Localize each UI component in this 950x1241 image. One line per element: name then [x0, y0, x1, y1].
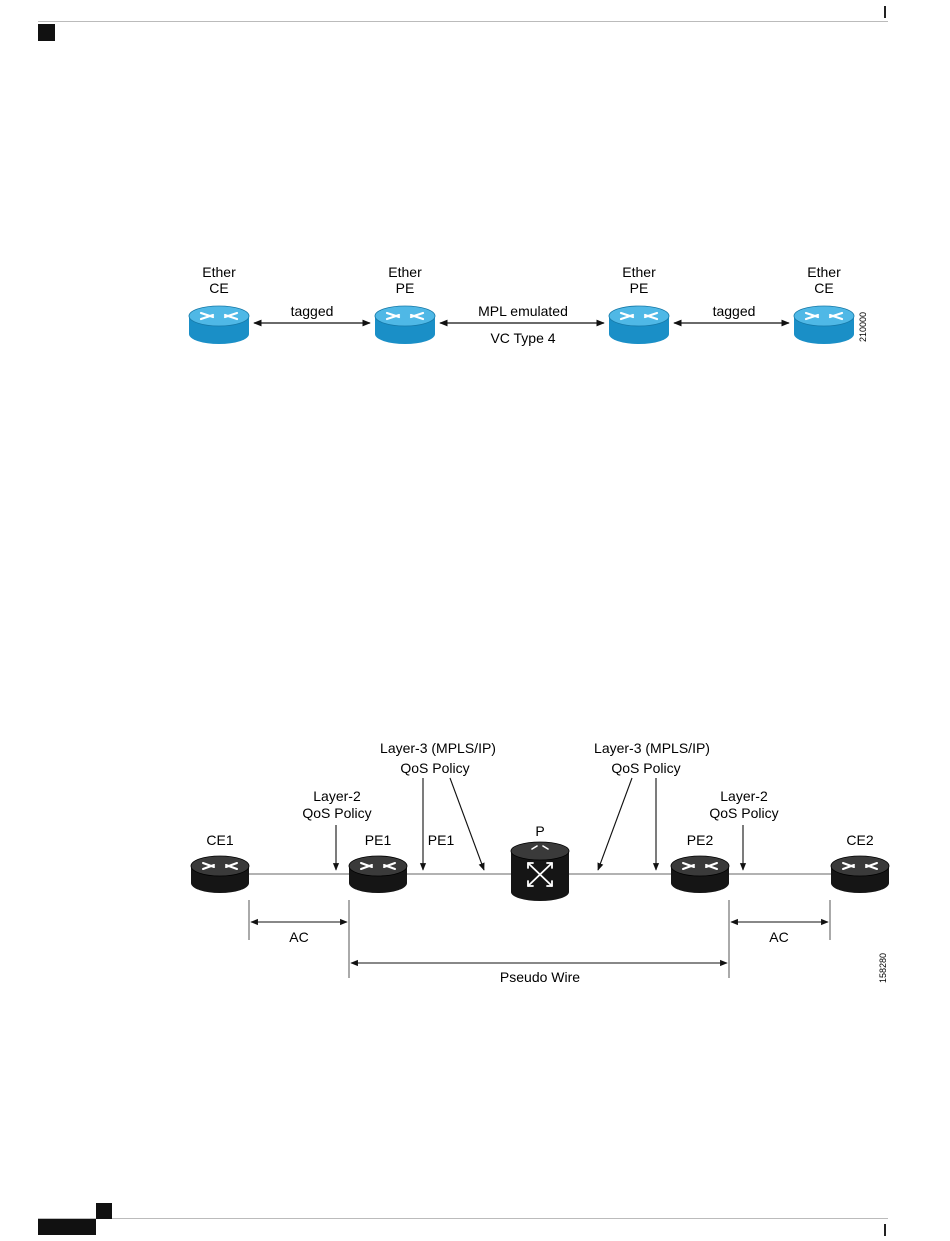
device-2-line2: PE [396, 280, 415, 296]
node-label-ce2: CE2 [846, 832, 873, 848]
device-1-line2: CE [209, 280, 228, 296]
l2-left-line1: Layer-2 [313, 788, 361, 804]
node-label-ce1: CE1 [206, 832, 233, 848]
node-label-pe1: PE1 [365, 832, 392, 848]
l3-left-line1: Layer-3 (MPLS/IP) [380, 740, 496, 756]
ethernet-vc-diagram: Ether CE Ether PE Ether PE Ether CE tagg… [0, 0, 950, 420]
device-3-line1: Ether [622, 264, 656, 280]
device-3-line2: PE [630, 280, 649, 296]
l3-right-line2: QoS Policy [611, 760, 680, 776]
figure-id: 210000 [858, 312, 868, 342]
ac-right-label: AC [769, 929, 788, 945]
l2-right-line2: QoS Policy [709, 805, 778, 821]
footer-black-bar [38, 1219, 96, 1235]
router-icon [191, 856, 249, 893]
link-label-3: tagged [713, 303, 756, 319]
router-icon [375, 306, 435, 344]
link-sublabel: VC Type 4 [490, 330, 555, 346]
footer-black-square [96, 1203, 112, 1219]
footer-rule [38, 1218, 888, 1219]
router-icon [671, 856, 729, 893]
l3-right-line1: Layer-3 (MPLS/IP) [594, 740, 710, 756]
router-icon [349, 856, 407, 893]
router-icon [794, 306, 854, 344]
ac-left-label: AC [289, 929, 308, 945]
link-label-2: MPL emulated [478, 303, 568, 319]
router-icon [609, 306, 669, 344]
link-label-1: tagged [291, 303, 334, 319]
footer-tick [884, 1224, 886, 1236]
device-4-line2: CE [814, 280, 833, 296]
node-label-p: P [535, 823, 544, 839]
l2-left-line2: QoS Policy [302, 805, 371, 821]
l2-right-line1: Layer-2 [720, 788, 768, 804]
node-label-pe1-secondary: PE1 [428, 832, 455, 848]
figure-id: 158280 [878, 953, 888, 983]
pseudo-wire-label: Pseudo Wire [500, 969, 580, 985]
qos-pseudowire-diagram: Layer-3 (MPLS/IP) QoS Policy Layer-3 (MP… [0, 720, 950, 1000]
device-2-line1: Ether [388, 264, 422, 280]
mpls-switch-icon [511, 842, 569, 901]
node-label-pe2: PE2 [687, 832, 714, 848]
device-4-line1: Ether [807, 264, 841, 280]
device-1-line1: Ether [202, 264, 236, 280]
router-icon [831, 856, 889, 893]
arrow-l3-left-diagonal [450, 778, 484, 870]
router-icon [189, 306, 249, 344]
arrow-l3-right-diagonal [598, 778, 632, 870]
l3-left-line2: QoS Policy [400, 760, 469, 776]
